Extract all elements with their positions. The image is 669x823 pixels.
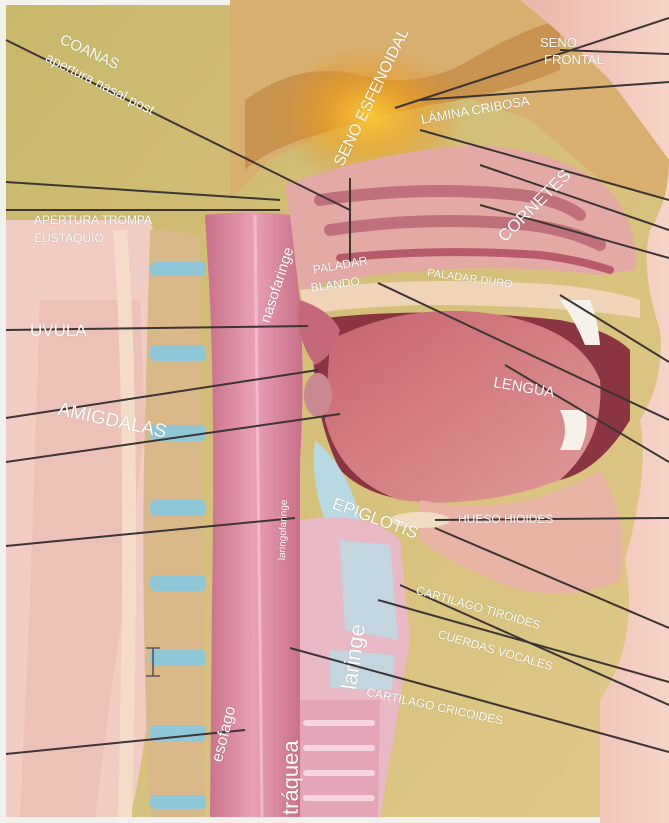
trachea-ring bbox=[303, 745, 375, 751]
disc bbox=[150, 500, 206, 516]
label-uvula: UVULA bbox=[30, 322, 87, 339]
label-seno-frontal-line1: SENO bbox=[540, 36, 577, 49]
trachea-ring bbox=[303, 795, 375, 801]
label-traquea: tráquea bbox=[280, 740, 302, 815]
label-hueso-hioides: HUESO HIOIDES bbox=[458, 513, 553, 525]
disc bbox=[150, 795, 206, 809]
label-apertura-trompa-line2: EUSTAQUIO bbox=[34, 232, 104, 244]
label-apertura-trompa-line1: APERTURA TROMPA bbox=[34, 214, 152, 226]
disc bbox=[150, 262, 206, 276]
label-laringofaringe: laringofaringe bbox=[278, 499, 290, 560]
tongue bbox=[325, 311, 601, 503]
disc bbox=[150, 575, 206, 591]
disc bbox=[150, 345, 206, 361]
trachea-ring bbox=[303, 770, 375, 776]
label-seno-frontal-line2: FRONTAL bbox=[544, 53, 604, 66]
trachea-ring bbox=[303, 720, 375, 726]
tonsil bbox=[304, 373, 332, 417]
disc bbox=[150, 650, 206, 666]
